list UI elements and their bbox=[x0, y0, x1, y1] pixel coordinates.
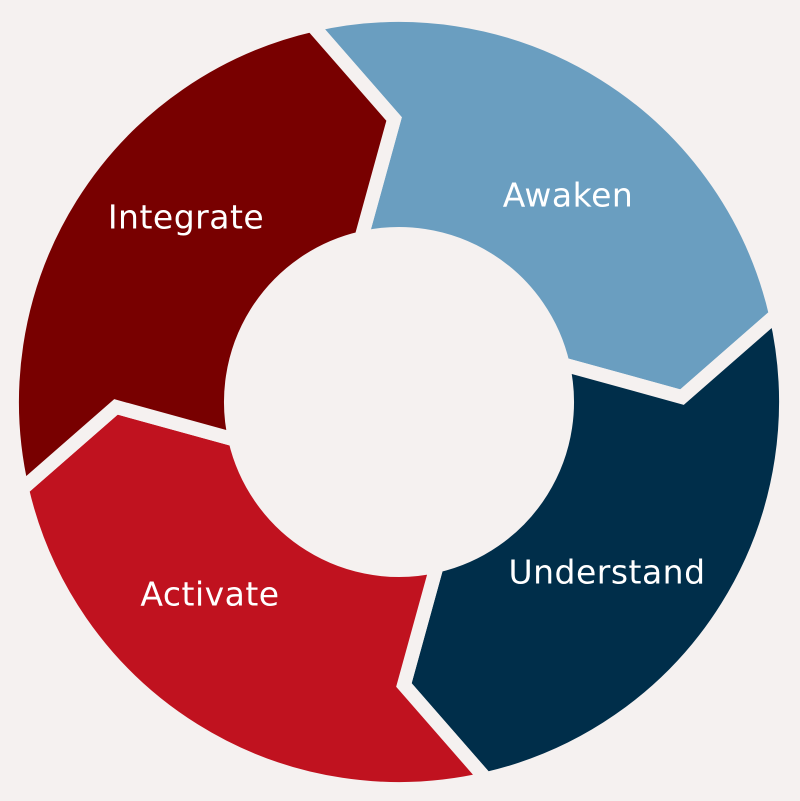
segment-understand bbox=[396, 301, 793, 787]
label-activate: Activate bbox=[140, 574, 280, 614]
segment-activate bbox=[14, 399, 500, 796]
label-awaken: Awaken bbox=[502, 175, 634, 215]
label-understand: Understand bbox=[508, 552, 706, 592]
label-integrate: Integrate bbox=[107, 197, 265, 237]
segment-integrate bbox=[5, 17, 402, 503]
segment-awaken bbox=[298, 8, 784, 405]
